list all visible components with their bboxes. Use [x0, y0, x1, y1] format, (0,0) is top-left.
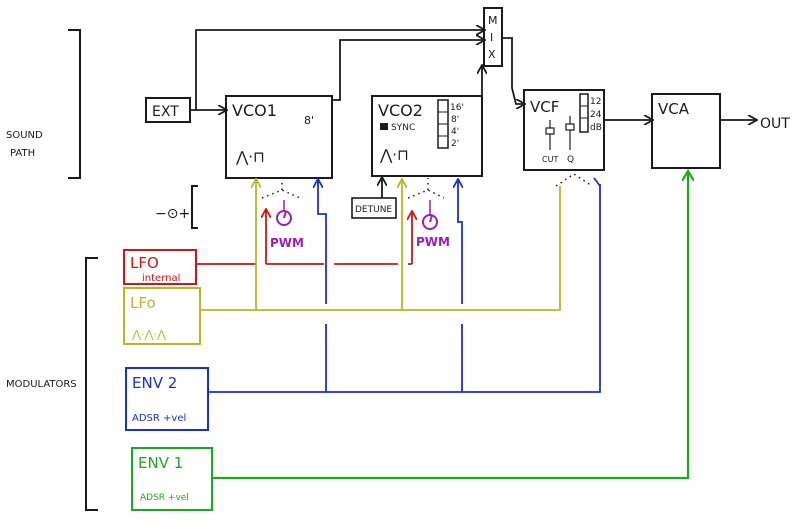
env2-title: ENV 2 [132, 374, 177, 392]
modulators-label: MODULATORS [6, 379, 77, 390]
sound-path-label-line2: PATH [10, 148, 35, 159]
vco2-title: VCO2 [378, 101, 423, 120]
sound-path-label-line1: SOUND [6, 130, 43, 141]
env2-to-vcf-wire [593, 177, 601, 187]
detune-box [351, 197, 397, 219]
vco2-feet-2: 2' [451, 139, 459, 149]
env2-box [125, 367, 209, 431]
vco2-feet-4: 4' [451, 127, 459, 137]
vco2-sync-switch-icon [380, 123, 388, 130]
vco1-waveforms: ⋀·⊓ [235, 148, 265, 166]
vco2-feet-8: 8' [451, 115, 459, 125]
vcf-q-label: Q [567, 155, 574, 165]
env1-title: ENV 1 [138, 454, 183, 472]
vca-title: VCA [658, 100, 690, 118]
lfo-title: LFo [130, 294, 156, 312]
mix-letter-x: X [488, 48, 496, 61]
env1-sub: ADSR +vel [140, 493, 189, 503]
env2-to-vco1-wire [318, 180, 326, 392]
vco2-pwm-fan [407, 178, 445, 199]
sound-path-bracket [68, 29, 81, 179]
lfo-internal-box [123, 249, 197, 285]
vcf-box [523, 89, 605, 171]
lfo-internal-title: LFO [130, 254, 159, 272]
mix-to-vcf-wire [502, 37, 524, 104]
tune-knob-label: −⊙+ [155, 206, 190, 222]
detune-label: DETUNE [355, 205, 392, 215]
ext-to-mix-wire [190, 30, 484, 111]
vco1-title: VCO1 [232, 101, 277, 120]
env2-bus-wire [208, 184, 601, 393]
mix-letter-i: I [490, 31, 493, 44]
mix-letter-m: M [488, 14, 498, 27]
vcf-mod-fan [555, 173, 593, 187]
tune-bracket [191, 185, 198, 229]
env2-to-vco2-wire [458, 180, 462, 392]
lfo-bus-wire [200, 186, 561, 311]
env2-sub: ADSR +vel [132, 413, 186, 424]
vco2-pwm-label: PWM [416, 235, 450, 249]
vcf-title: VCF [530, 98, 559, 116]
vco2-waveforms: ⋀·⊓ [379, 146, 409, 164]
lfo-internal-sub: internal [142, 273, 180, 284]
vco1-to-mix-wire [332, 40, 484, 101]
vco2-box [371, 95, 483, 177]
modulators-bracket [85, 257, 98, 511]
vcf-slope-24: 24 [590, 110, 602, 120]
vco1-box [225, 95, 333, 179]
vco1-pwm-fan [261, 178, 301, 199]
vca-box [651, 93, 721, 169]
ext-label: EXT [152, 104, 179, 120]
vco1-range: 8' [304, 114, 314, 127]
out-label: OUT [760, 116, 790, 132]
vcf-slope-db: dB [590, 123, 602, 133]
vcf-cut-label: CUT [542, 155, 558, 164]
vcf-slope-12: 12 [590, 97, 601, 107]
vco1-pwm-label: PWM [270, 236, 304, 250]
lfo-waveforms: ⋀·⋀·⋀ [131, 328, 167, 341]
env1-to-vca-wire [212, 172, 688, 480]
lfo-box [123, 287, 201, 345]
vco2-feet-16: 16' [450, 103, 464, 113]
vcf-slope-selector [579, 93, 589, 133]
vco2-sync-label: SYNC [391, 123, 415, 133]
